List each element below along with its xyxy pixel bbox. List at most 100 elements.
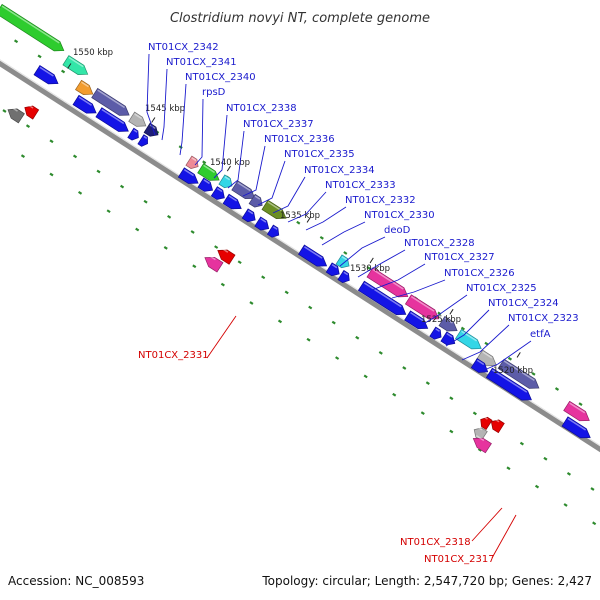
gene-dark-gray-reverse-bevel	[10, 106, 18, 112]
gene-gray-forward-bevel	[482, 351, 493, 359]
kbp-label: 1535 kbp	[280, 211, 320, 221]
gene-green-forward	[0, 3, 65, 52]
gc-dash	[366, 266, 371, 270]
gene-red-reverse	[490, 419, 505, 434]
label-forward: rpsD	[202, 87, 226, 98]
gc-dash	[163, 246, 168, 250]
gene-red-reverse-bevel	[483, 416, 488, 420]
gc-dash	[49, 139, 54, 144]
gene-dark-gray-reverse	[7, 108, 25, 124]
gc-dash	[378, 351, 383, 355]
gene-cds-blue-forward	[72, 94, 97, 114]
gene-magenta-forward	[563, 400, 590, 422]
gc-dash	[72, 154, 78, 159]
label-leader-forward	[213, 114, 228, 179]
gene-cds-blue-forward-bevel	[183, 168, 194, 177]
gene-cds-blue-forward	[337, 269, 350, 283]
gene-green-forward-bevel	[1, 5, 60, 44]
label-leader-forward	[161, 68, 168, 141]
gene-magenta-reverse-bevel	[207, 254, 216, 261]
gc-dash	[519, 441, 524, 446]
backbone-line	[0, 59, 600, 453]
kbp-label: 1550 kbp	[73, 48, 113, 58]
gc-dash	[106, 209, 111, 214]
label-leader-forward	[242, 145, 266, 197]
gene-cds-blue-forward	[470, 358, 489, 373]
gc-dash	[531, 372, 536, 376]
gc-dash	[420, 411, 425, 416]
label-leader-forward	[391, 279, 446, 299]
gc-dash	[308, 305, 313, 310]
gene-cds-blue-forward	[429, 326, 442, 340]
gc-dash	[277, 319, 283, 324]
gene-cds-blue-forward	[210, 186, 225, 200]
gc-dash	[477, 447, 482, 452]
gene-cds-blue-forward-bevel	[435, 328, 440, 332]
gc-dash	[249, 301, 254, 305]
gene-green-forward-bevel	[203, 164, 215, 174]
label-forward: NT01CX_2342	[148, 42, 219, 53]
label-forward: NT01CX_2327	[424, 252, 495, 263]
gene-magenta-reverse-bevel	[475, 435, 485, 442]
gene-purple-forward-bevel	[254, 195, 261, 200]
gene-cds-blue-forward	[266, 224, 280, 238]
label-forward: NT01CX_2332	[345, 195, 416, 206]
gene-cyan-forward-bevel	[461, 330, 478, 342]
gene-cyan-forward-bevel	[341, 256, 348, 261]
label-reverse: NT01CX_2331	[138, 350, 209, 361]
label-leader-forward	[272, 176, 306, 214]
gc-dash	[20, 154, 26, 158]
gc-dash	[460, 326, 465, 331]
gene-cds-blue-forward	[404, 310, 429, 330]
gene-red-reverse-bevel	[493, 418, 500, 423]
label-leader-reverse	[471, 507, 503, 542]
gene-cds-blue-forward-bevel	[216, 187, 223, 193]
gene-red-reverse	[217, 249, 236, 265]
gc-dash	[590, 487, 595, 491]
gene-cds-blue-forward	[177, 167, 199, 184]
gc-dash	[507, 356, 513, 361]
kbp-tick	[449, 308, 454, 315]
label-leader-forward	[419, 294, 468, 327]
gc-dash	[237, 260, 242, 265]
label-forward: NT01CX_2341	[166, 57, 237, 68]
gc-dash	[355, 335, 360, 340]
gene-gray-reverse-bevel	[476, 426, 483, 431]
label-leader-forward	[321, 221, 366, 246]
gc-dash	[363, 374, 368, 379]
gene-cds-blue-forward-bevel	[491, 369, 528, 393]
gc-dash	[402, 366, 407, 370]
gene-purple-forward-bevel	[503, 360, 535, 382]
label-leader-forward	[305, 206, 347, 231]
gene-cds-blue-forward-bevel	[39, 66, 54, 77]
label-leader-forward	[227, 130, 245, 189]
feature-labels: NT01CX_2342NT01CX_2341NT01CX_2340rpsDNT0…	[138, 42, 579, 565]
gc-dash	[25, 124, 31, 128]
gc-dash	[331, 320, 336, 325]
gene-red-reverse	[480, 416, 493, 430]
gene-cds-blue-forward	[298, 244, 328, 267]
gene-cds-blue-forward-bevel	[203, 179, 210, 185]
gene-cds-blue-forward-bevel	[228, 195, 238, 202]
gene-cyan-forward	[455, 328, 482, 350]
label-forward: NT01CX_2328	[404, 238, 475, 249]
gene-pink-forward	[185, 155, 199, 169]
label-forward: etfA	[530, 329, 551, 340]
gene-cds-blue-forward	[357, 280, 407, 316]
gc-dash	[49, 172, 54, 177]
label-leader-forward	[371, 263, 426, 291]
gene-purple-forward	[497, 358, 540, 389]
gene-teal-forward-bevel	[68, 56, 84, 68]
gc-dash	[135, 227, 140, 232]
gene-gray-forward	[128, 111, 147, 127]
gene-cds-blue-forward-bevel	[78, 96, 92, 106]
label-forward: NT01CX_2338	[226, 103, 297, 114]
feature-track	[0, 3, 591, 454]
gc-dash	[190, 230, 195, 234]
gc-dash	[506, 466, 511, 471]
gene-cds-blue-forward-bevel	[260, 218, 267, 223]
gene-cds-blue-forward	[254, 216, 270, 231]
gc-dash	[143, 199, 148, 204]
gene-purple-forward-bevel	[444, 317, 453, 324]
